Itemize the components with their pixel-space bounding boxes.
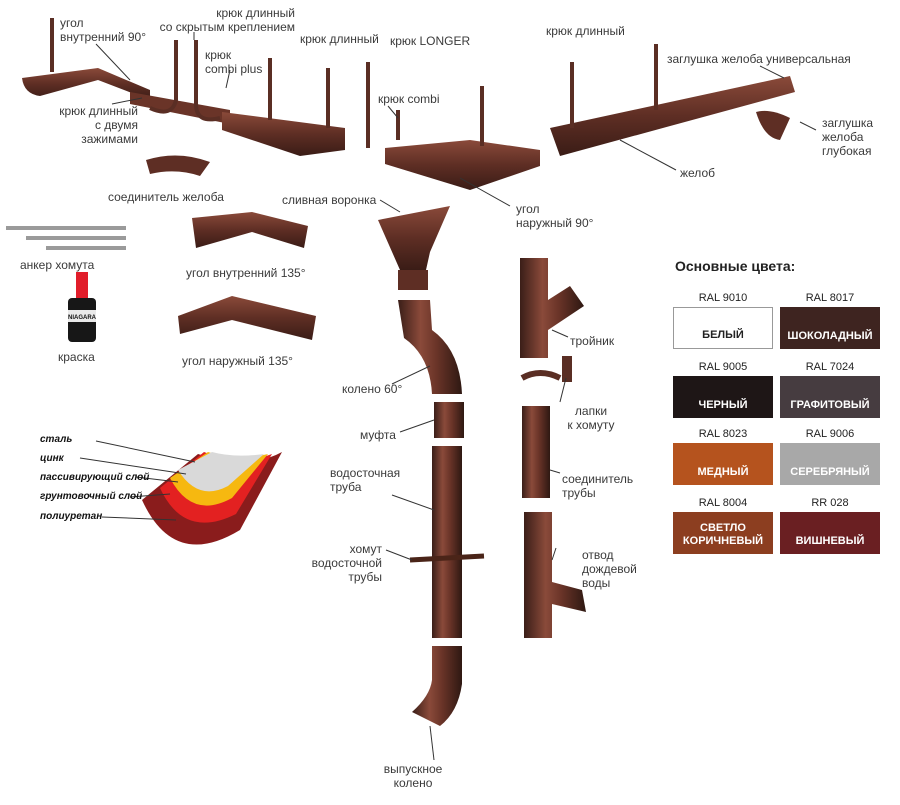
- colors-title: Основные цвета:: [675, 258, 796, 274]
- label-hook-hidden-mount: крюк длинный со скрытым креплением: [159, 6, 295, 34]
- label-hook-long-1: крюк длинный: [300, 32, 379, 46]
- leader-primer: [129, 493, 171, 498]
- anchor-bolts: [6, 226, 126, 250]
- leader-zinc: [79, 457, 187, 475]
- color-swatch: МЕДНЫЙ: [673, 443, 773, 485]
- swatch-name: ГРАФИТОВЫЙ: [790, 399, 870, 411]
- gutter-assembly: [22, 18, 795, 190]
- swatch-name: ЧЕРНЫЙ: [698, 399, 748, 411]
- label-funnel: сливная воронка: [282, 193, 377, 207]
- label-hook-combi: крюк combi: [378, 92, 440, 106]
- label-end-cap-deep: заглушка желоба глубокая: [822, 116, 874, 158]
- leader-passive: [135, 476, 179, 483]
- label-clamp-tabs: лапки к хомуту: [567, 404, 615, 432]
- label-elbow-60: колено 60°: [342, 382, 403, 396]
- label-inner-corner-135: угол внутренний 135°: [186, 266, 306, 280]
- gutter-mid-left-part: [222, 112, 345, 156]
- label-anchor: анкер хомута: [20, 258, 95, 272]
- label-hook-longer: крюк LONGER: [390, 34, 471, 48]
- label-paint: краска: [58, 350, 95, 364]
- swatch-code: RAL 9010: [698, 292, 748, 304]
- layers-cross-section: [79, 440, 282, 545]
- leader-steel: [95, 440, 196, 463]
- label-end-cap-universal: заглушка желоба универсальная: [667, 52, 851, 66]
- layer-label-zinc: цинк: [40, 453, 64, 464]
- swatch-name: МЕДНЫЙ: [697, 466, 749, 478]
- outer-corner-135-part: [178, 296, 316, 340]
- paint-brand-text: NIAGARA: [68, 315, 97, 321]
- color-swatch: БЕЛЫЙ: [673, 307, 773, 349]
- label-tee: тройник: [570, 334, 615, 348]
- label-hook-combi-plus: крюк combi plus: [205, 48, 263, 76]
- elbow-60-part: [398, 300, 462, 394]
- label-outer-corner-90: угол наружный 90°: [516, 202, 594, 230]
- hook-left-3: [194, 40, 221, 122]
- rain-diverter-part: [524, 512, 586, 638]
- swatch-code: RAL 9005: [698, 361, 748, 373]
- swatch-code: RAL 8017: [805, 292, 855, 304]
- outlet-elbow-part: [412, 646, 462, 726]
- color-swatch: ЧЕРНЫЙ: [673, 376, 773, 418]
- tee-part: [520, 258, 584, 358]
- end-cap-deep-part: [756, 110, 790, 140]
- funnel-part: [378, 206, 450, 270]
- layer-label-passive: пассивирующий слой: [40, 472, 150, 483]
- swatch-code: RAL 7024: [805, 361, 855, 373]
- pipe-clamp-part: [409, 553, 485, 563]
- layer-label-steel: сталь: [40, 434, 73, 445]
- gutter-right-part: [550, 76, 795, 156]
- label-coupling: муфта: [360, 428, 396, 442]
- swatch-code: RAL 8023: [698, 428, 748, 440]
- swatch-name: ВИШНЕВЫЙ: [795, 535, 865, 547]
- swatch-code: RR 028: [811, 497, 849, 509]
- swatch-code: RAL 8004: [698, 497, 748, 509]
- coupling-part: [434, 402, 464, 438]
- color-swatch: СВЕТЛО КОРИЧНЕВЫЙ: [673, 512, 773, 554]
- gutter-connector-part: [146, 155, 210, 176]
- label-hook-two-clamps: крюк длинный с двумя зажимами: [59, 104, 138, 146]
- label-gutter-connector: соединитель желоба: [108, 190, 224, 204]
- label-outlet-elbow: выпускное колено: [383, 762, 443, 790]
- outer-corner-90-part: [385, 140, 540, 190]
- swatch-name: СВЕТЛО КОРИЧНЕВЫЙ: [682, 522, 764, 547]
- paint-bottle: NIAGARA: [68, 272, 97, 342]
- label-pipe-clamp: хомут водосточной трубы: [311, 542, 382, 584]
- label-inner-corner-90: угол внутренний 90°: [60, 16, 146, 44]
- gutter-left-part: [130, 92, 230, 124]
- hook-left-2: [149, 40, 178, 114]
- label-hook-long-2: крюк длинный: [546, 24, 625, 38]
- swatch-name: БЕЛЫЙ: [702, 329, 744, 341]
- inner-corner-90-part: [22, 68, 150, 100]
- downspout-left: [378, 206, 485, 726]
- color-swatch: СЕРЕБРЯНЫЙ: [780, 443, 880, 485]
- color-swatch: ШОКОЛАДНЫЙ: [780, 307, 880, 349]
- inner-corner-135-part: [192, 212, 308, 248]
- swatch-name: ШОКОЛАДНЫЙ: [787, 330, 873, 342]
- swatch-name: СЕРЕБРЯНЫЙ: [790, 466, 870, 478]
- label-gutter: желоб: [680, 166, 715, 180]
- label-outer-corner-135: угол наружный 135°: [182, 354, 293, 368]
- label-pipe-connector: соединитель трубы: [562, 472, 634, 500]
- label-leaders: [95, 32, 817, 761]
- layer-label-polyurethane: полиуретан: [40, 511, 103, 522]
- label-rain-diverter: отвод дождевой воды: [582, 548, 637, 590]
- downpipe-part: [432, 446, 462, 638]
- label-downpipe: водосточная труба: [330, 466, 401, 494]
- color-swatch: ГРАФИТОВЫЙ: [780, 376, 880, 418]
- pipe-connector-part: [522, 406, 550, 498]
- swatch-code: RAL 9006: [805, 428, 855, 440]
- downspout-right: [520, 258, 586, 638]
- layer-label-primer: грунтовочный слой: [40, 491, 143, 502]
- clamp-tab-part: [562, 356, 572, 382]
- clamp-bracket-part: [520, 370, 562, 381]
- leader-polyurethane: [101, 516, 177, 521]
- color-swatch: ВИШНЕВЫЙ: [780, 512, 880, 554]
